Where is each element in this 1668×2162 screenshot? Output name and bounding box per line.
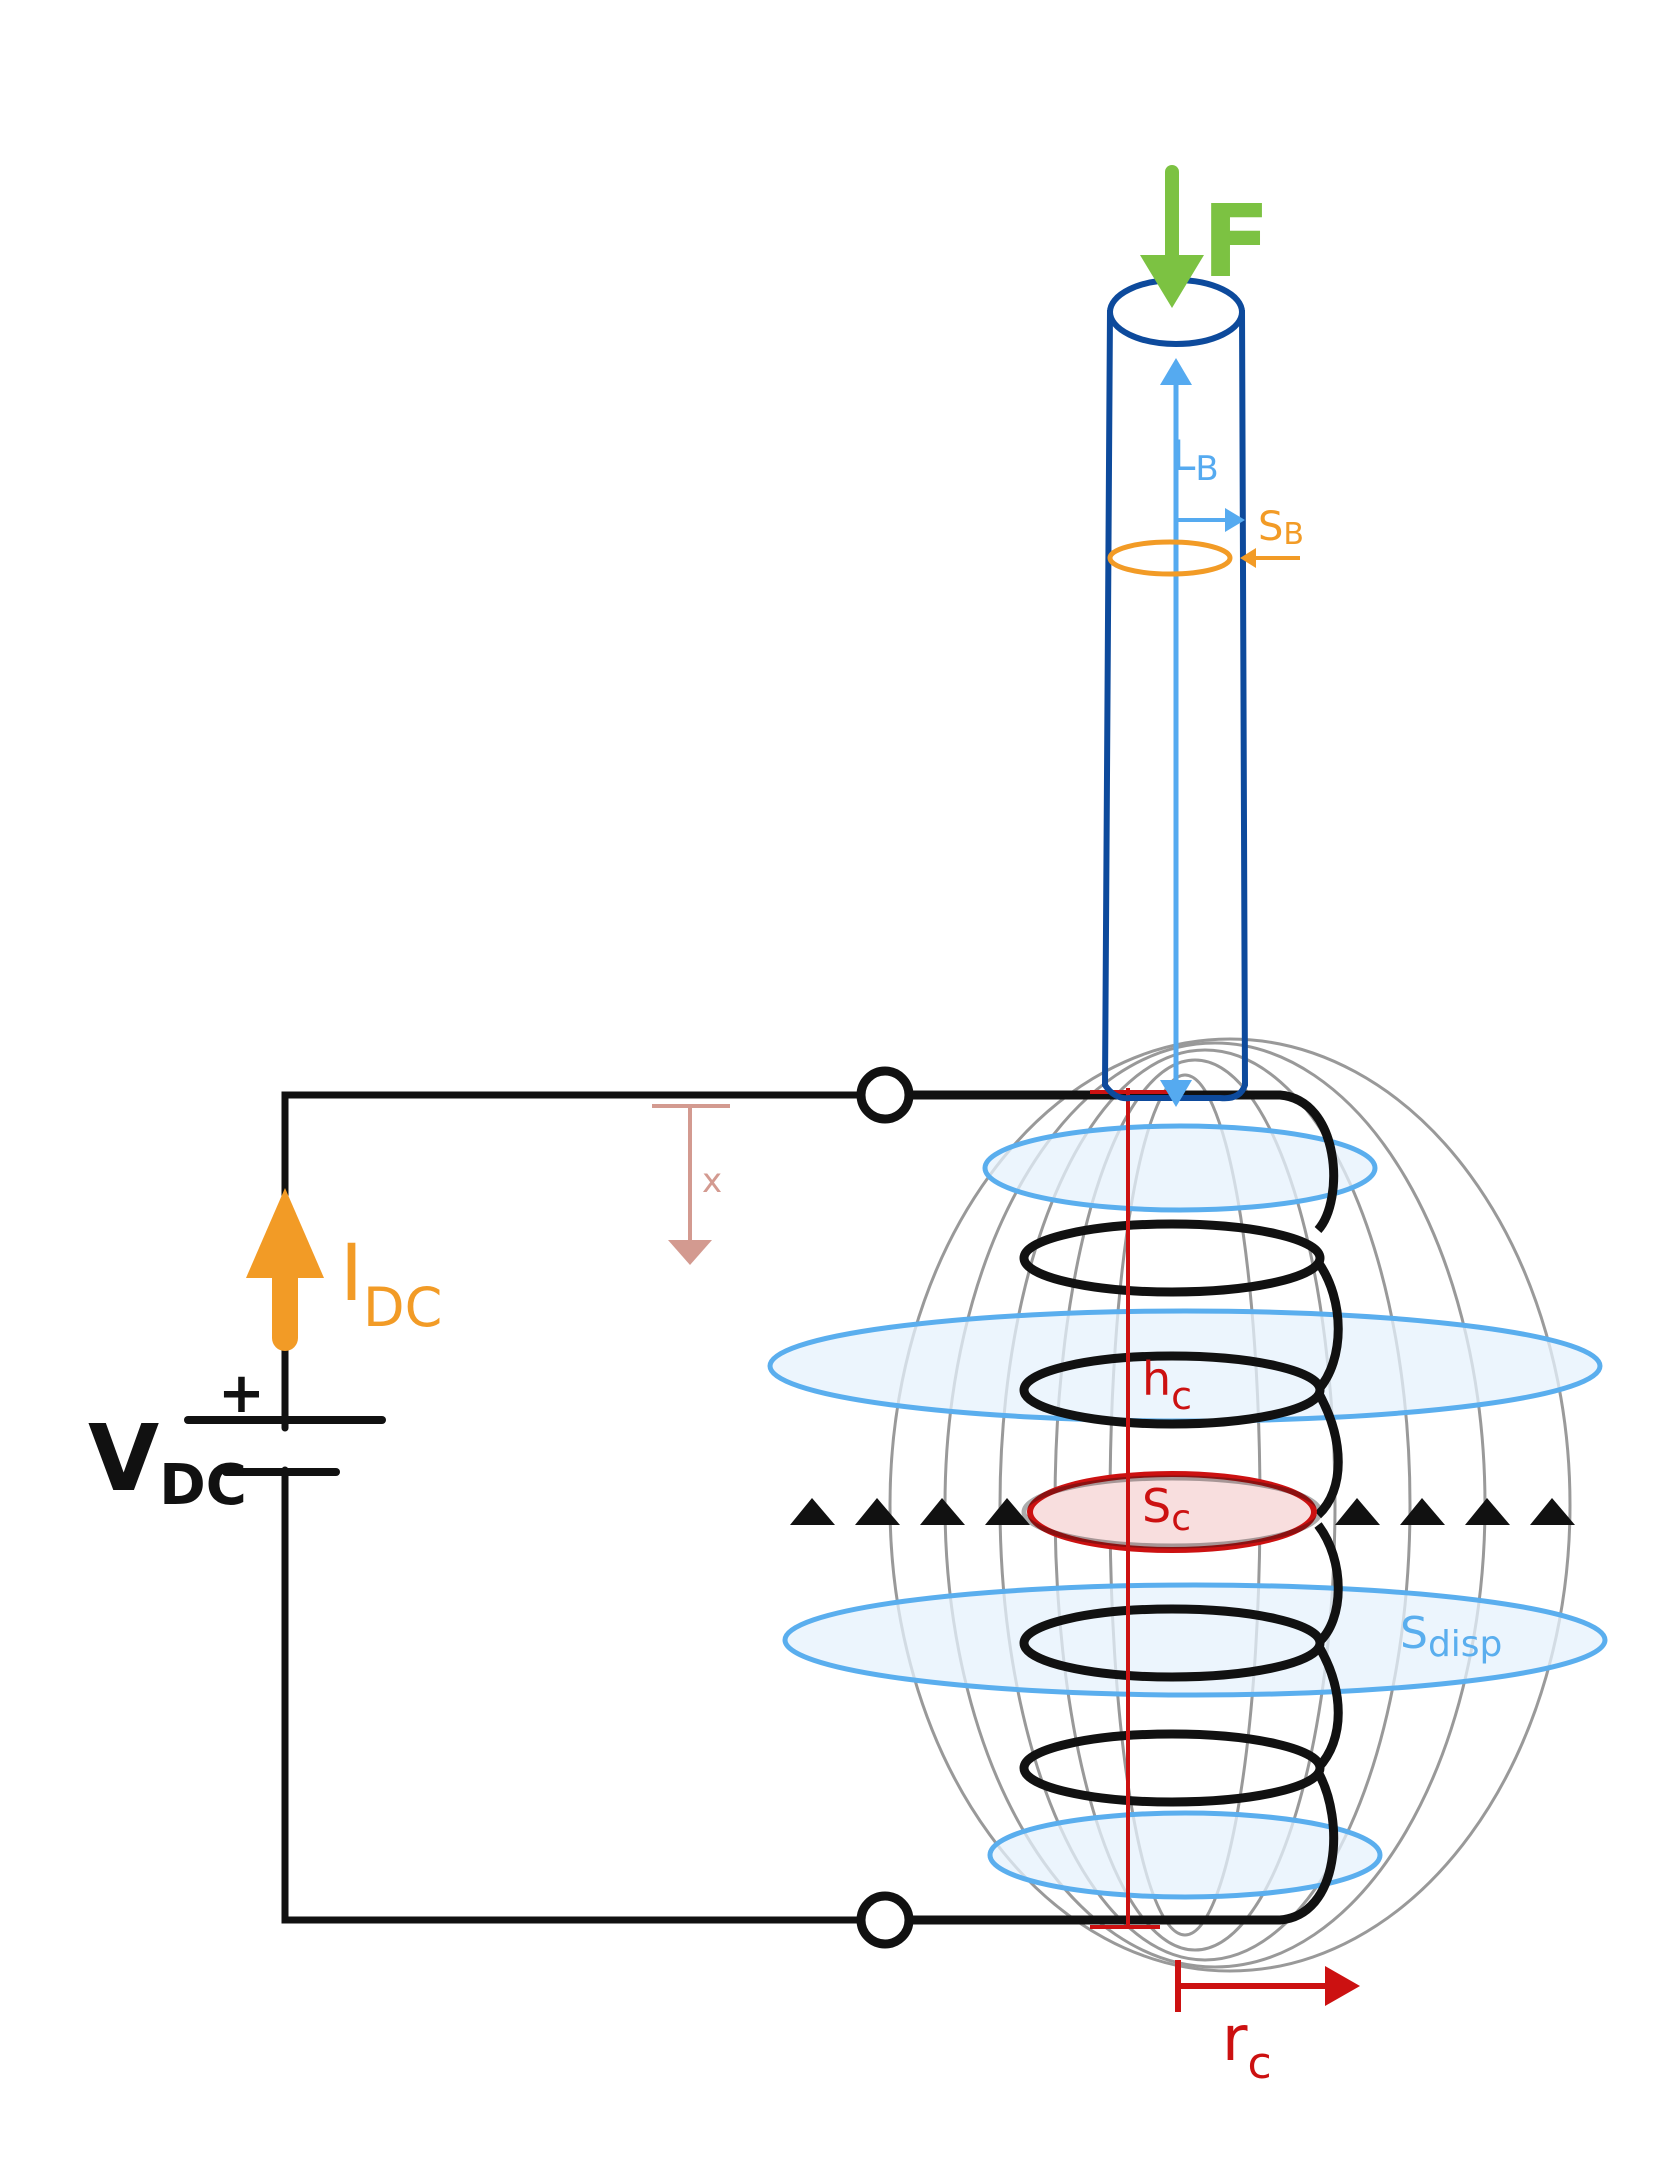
bar-section-label: SB (1258, 504, 1304, 552)
bar-length-arrowhead-bottom (1160, 1080, 1192, 1107)
coil-radius-arrowhead (1325, 1966, 1360, 2006)
field-arrow (855, 1498, 900, 1525)
voltage-label: VDC (88, 1405, 247, 1518)
coil-turn (1021, 1475, 1323, 1549)
displacement-arrowhead (668, 1240, 712, 1265)
dispersion-surfaces (767, 1123, 1608, 1900)
displacement-arrow (652, 1104, 730, 1240)
field-arrow (1465, 1498, 1510, 1525)
coil-section-label: Sc (1142, 1479, 1191, 1539)
field-arrow (985, 1498, 1030, 1525)
bar-section-surface (1107, 539, 1233, 577)
bottom-terminal (856, 1891, 914, 1949)
bottom-wire (281, 1466, 889, 1924)
displacement-label: x (702, 1161, 722, 1201)
coil-height-label: hc (1142, 1352, 1192, 1418)
top-terminal (856, 1066, 914, 1124)
coil-turn (1019, 1351, 1325, 1429)
bar-section-pointer-head (1240, 548, 1256, 568)
coil-section-surface (1027, 1471, 1317, 1553)
dispersion-surface-bottom (987, 1810, 1383, 1900)
field-arrow (1400, 1498, 1445, 1525)
coil-turn (1019, 1219, 1325, 1297)
dispersion-surface-lower (782, 1582, 1608, 1698)
battery-symbol (184, 1416, 386, 1476)
bar-radius-arrowhead (1225, 508, 1245, 532)
current-label: IDC (340, 1229, 442, 1339)
coil-turn (1019, 1604, 1325, 1682)
circuit-wires (281, 1091, 889, 1924)
dispersion-surface-top (982, 1123, 1378, 1213)
force-arrow (1140, 165, 1204, 308)
bar-length-arrowhead-top (1160, 358, 1192, 385)
field-direction-arrows (790, 1498, 1575, 1525)
coil-bottom-lead (910, 1769, 1339, 1925)
coil-turn (1019, 1729, 1325, 1807)
coil (910, 1090, 1343, 1925)
field-arrow (1530, 1498, 1575, 1525)
battery-plus-sign: + (218, 1361, 265, 1426)
current-arrow (246, 1188, 324, 1351)
coil-top-lead (910, 1090, 1339, 1234)
field-arrow (920, 1498, 965, 1525)
coil-radius-label: rc (1222, 2002, 1272, 2089)
dispersion-label: Sdisp (1400, 1608, 1502, 1665)
bar-length-label: LB (1172, 431, 1219, 489)
coil-radius-arrow (1175, 1960, 1330, 2012)
force-label: F (1202, 183, 1270, 300)
field-arrow (790, 1498, 835, 1525)
field-arrow (1335, 1498, 1380, 1525)
